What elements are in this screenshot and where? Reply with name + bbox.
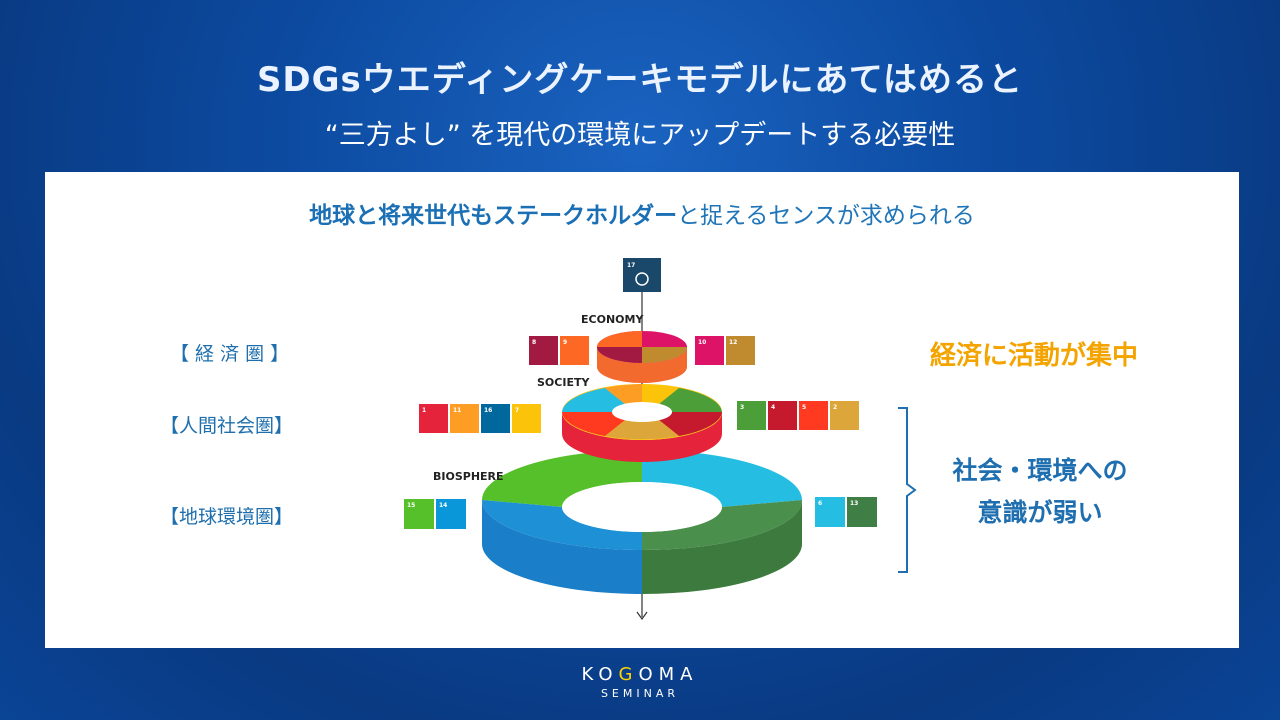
label-economy: 【 経 済 圏 】 [170,343,290,365]
biosphere-side-right [642,500,802,594]
svg-text:11: 11 [453,407,461,414]
note-society-line1: 社会・環境への [952,456,1128,485]
economy-layer: ECONOMY [581,313,687,383]
svg-text:10: 10 [698,339,706,346]
society-right-icons: 3 4 5 2 [737,401,859,430]
svg-text:14: 14 [439,502,447,509]
biosphere-top-green [482,450,642,507]
economy-side [597,347,687,383]
svg-text:2: 2 [833,404,837,411]
biosphere-layer: BIOSPHERE [433,450,802,594]
note-economy: 経済に活動が集中 [930,341,1139,371]
page-subtitle: “三方よし” を現代の環境にアップデートする必要性 [324,120,956,151]
svg-text:4: 4 [771,404,775,411]
biosphere-left-icons: 15 14 [404,499,466,529]
svg-text:12: 12 [729,339,737,346]
svg-text:1: 1 [422,407,426,414]
biosphere-side-left [482,500,642,594]
society-hole [612,402,672,422]
label-biosphere: 【地球環境圏】 [160,506,294,528]
tagline-strong: 地球と将来世代もステークホルダー [309,203,678,229]
label-society: 【人間社会圏】 [160,415,294,437]
svg-text:17: 17 [627,262,635,269]
svg-text:8: 8 [532,339,536,346]
biosphere-top-cyan [642,450,802,507]
page-title: SDGsウエディングケーキモデルにあてはめると [256,60,1024,100]
society-left-icons: 1 11 16 7 [419,404,541,433]
svg-text:5: 5 [802,404,806,411]
brand-name: KOGOMA [581,664,699,685]
footer-logo: KOGOMA SEMINAR [0,664,1280,700]
economy-label: ECONOMY [581,313,644,326]
svg-text:6: 6 [818,500,822,507]
content-panel: 地球と将来世代もステークホルダーと捉えるセンスが求められる 【 経 済 圏 】 … [45,172,1239,648]
economy-right-icons: 10 12 [695,336,755,365]
axis-arrow-bottom [636,611,648,621]
society-layer: SOCIETY [537,376,722,462]
goal-17-icon: 17 [623,258,661,292]
economy-left-icons: 8 9 [529,336,589,365]
biosphere-label: BIOSPHERE [433,470,504,483]
svg-text:7: 7 [515,407,519,414]
brand-subtitle: SEMINAR [600,687,680,700]
biosphere-top-blue [482,500,642,550]
society-label: SOCIETY [537,376,590,389]
tagline: 地球と将来世代もステークホルダーと捉えるセンスが求められる [45,196,1239,230]
bracket [898,407,917,573]
tagline-rest: と捉えるセンスが求められる [677,203,975,229]
biosphere-hole [562,482,722,532]
svg-text:13: 13 [850,500,858,507]
biosphere-top-darkgreen [642,500,802,550]
svg-text:16: 16 [484,407,492,414]
svg-text:3: 3 [740,404,744,411]
society-side [562,412,722,462]
note-society-line2: 意識が弱い [977,498,1103,527]
wedding-cake-diagram: 17 BIOSPHERE SOCIETY [404,258,917,621]
note-society: 社会・環境への 意識が弱い [945,450,1135,534]
biosphere-right-icons: 6 13 [815,497,877,527]
svg-text:9: 9 [563,339,567,346]
svg-text:15: 15 [407,502,415,509]
